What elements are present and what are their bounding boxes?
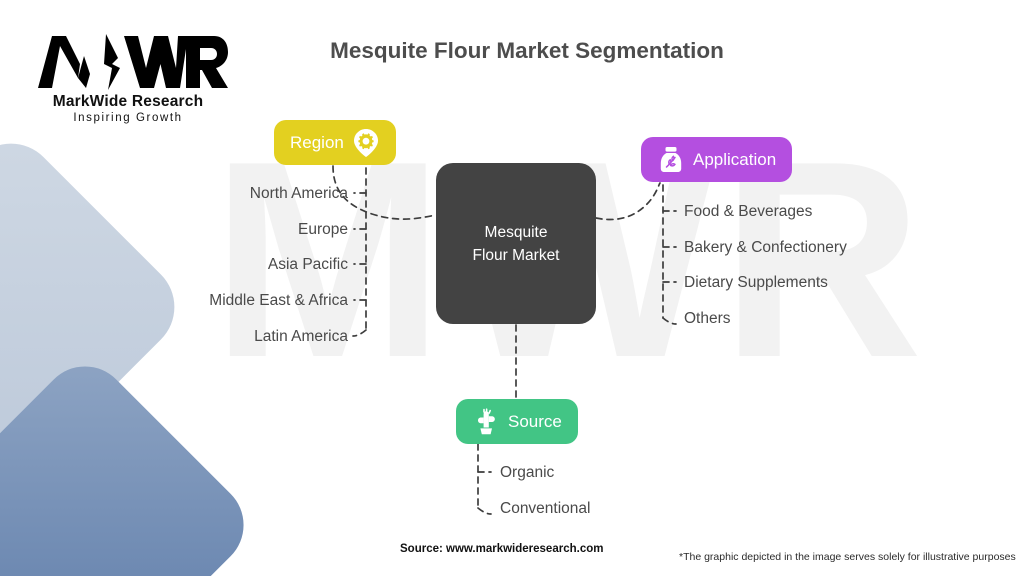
branch-badge-source[interactable]: Source — [456, 399, 578, 444]
region-item-4: Latin America — [254, 328, 348, 345]
application-item-2: Dietary Supplements — [684, 274, 828, 291]
brand-tagline: Inspiring Growth — [73, 112, 183, 124]
center-node-line1: Mesquite — [484, 223, 548, 241]
application-item-1: Bakery & Confectionery — [684, 239, 847, 256]
disclaimer-note: *The graphic depicted in the image serve… — [679, 551, 1016, 563]
source-credit: Source: www.markwideresearch.com — [400, 543, 604, 555]
source-item-1: Conventional — [500, 500, 591, 517]
location-pin-gear-icon — [353, 128, 378, 157]
mwr-logo-icon — [38, 34, 228, 90]
region-item-2: Asia Pacific — [267, 256, 348, 273]
region-item-0: North America — [249, 185, 348, 202]
branch-badge-application[interactable]: Application — [641, 137, 793, 182]
cactus-icon — [478, 407, 495, 434]
application-item-3: Others — [684, 310, 731, 327]
branch-badge-application-label: Application — [693, 149, 777, 169]
branch-badge-region-label: Region — [290, 132, 344, 152]
brand-logo: MarkWide Research Inspiring Growth — [28, 30, 228, 124]
branch-badge-region[interactable]: Region — [274, 120, 396, 165]
region-item-1: Europe — [298, 221, 348, 238]
supplement-jar-icon — [660, 146, 682, 172]
source-item-0: Organic — [500, 464, 555, 481]
center-node: Mesquite Flour Market — [436, 163, 596, 324]
center-node-line2: Flour Market — [472, 246, 560, 264]
region-item-3: Middle East & Africa — [209, 292, 348, 309]
branch-badge-source-label: Source — [508, 411, 562, 431]
brand-name: MarkWide Research — [52, 93, 204, 110]
page-title: Mesquite Flour Market Segmentation — [330, 38, 724, 63]
application-item-0: Food & Beverages — [684, 203, 813, 220]
